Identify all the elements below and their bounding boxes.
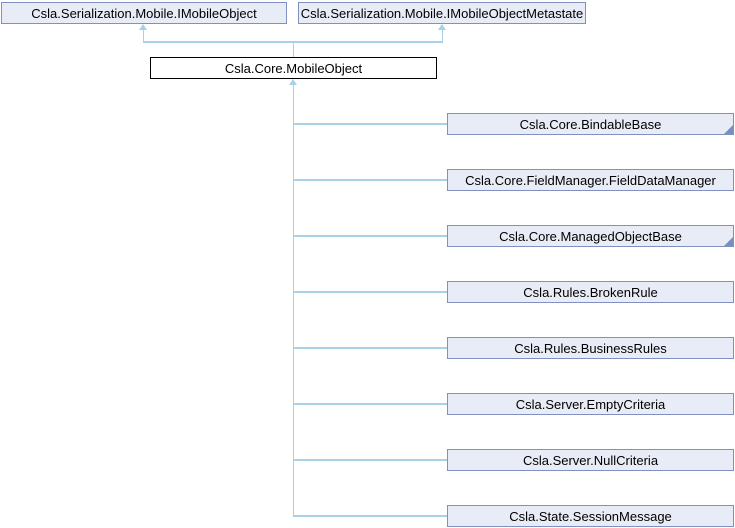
class-node-bindablebase[interactable]: Csla.Core.BindableBase	[447, 113, 734, 135]
edge-branch-bindablebase	[293, 123, 447, 125]
class-node-brokenrule[interactable]: Csla.Rules.BrokenRule	[447, 281, 734, 303]
class-node-emptycriteria[interactable]: Csla.Server.EmptyCriteria	[447, 393, 734, 415]
class-node-label: Csla.State.SessionMessage	[509, 508, 672, 524]
edge-branch-nullcriteria	[293, 459, 447, 461]
has-subclasses-marker-icon	[724, 125, 733, 134]
class-node-label: Csla.Server.NullCriteria	[522, 452, 659, 468]
edge-branch-managedobjectbase	[293, 235, 447, 237]
class-node-label: Csla.Server.EmptyCriteria	[515, 396, 666, 412]
edge-to-imobileobject	[142, 29, 145, 43]
edge-to-imobileobjectmetastate	[441, 29, 444, 43]
edge-branch-businessrules	[293, 347, 447, 349]
class-node-label: Csla.Core.MobileObject	[224, 60, 363, 76]
has-subclasses-marker-icon	[724, 237, 733, 246]
class-node-imobileobjectmetastate[interactable]: Csla.Serialization.Mobile.IMobileObjectM…	[298, 2, 586, 24]
class-node-label: Csla.Core.ManagedObjectBase	[499, 228, 682, 244]
edge-derived-trunk	[292, 84, 294, 517]
class-node-label: Csla.Serialization.Mobile.IMobileObject	[31, 5, 257, 21]
class-node-businessrules[interactable]: Csla.Rules.BusinessRules	[447, 337, 734, 359]
inheritance-arrow-icon	[139, 24, 147, 30]
class-node-nullcriteria[interactable]: Csla.Server.NullCriteria	[447, 449, 734, 471]
class-node-fielddatamanager[interactable]: Csla.Core.FieldManager.FieldDataManager	[447, 169, 734, 191]
inheritance-arrow-icon	[289, 79, 297, 85]
class-node-managedobjectbase[interactable]: Csla.Core.ManagedObjectBase	[447, 225, 734, 247]
inheritance-arrow-icon	[438, 24, 446, 30]
edge-branch-brokenrule	[293, 291, 447, 293]
class-node-imobileobject[interactable]: Csla.Serialization.Mobile.IMobileObject	[1, 2, 287, 24]
edge-branch-emptycriteria	[293, 403, 447, 405]
edge-from-mobileobject-top	[292, 41, 294, 57]
edge-branch-fielddatamanager	[293, 179, 447, 181]
class-node-label: Csla.Core.FieldManager.FieldDataManager	[465, 172, 716, 188]
class-node-label: Csla.Core.BindableBase	[519, 116, 662, 132]
class-node-sessionmessage[interactable]: Csla.State.SessionMessage	[447, 505, 734, 527]
class-node-label: Csla.Rules.BusinessRules	[514, 340, 667, 356]
class-node-label: Csla.Serialization.Mobile.IMobileObjectM…	[300, 5, 584, 21]
class-node-mobileobject-current[interactable]: Csla.Core.MobileObject	[150, 57, 437, 79]
class-node-label: Csla.Rules.BrokenRule	[523, 284, 658, 300]
edge-branch-sessionmessage	[293, 515, 447, 517]
